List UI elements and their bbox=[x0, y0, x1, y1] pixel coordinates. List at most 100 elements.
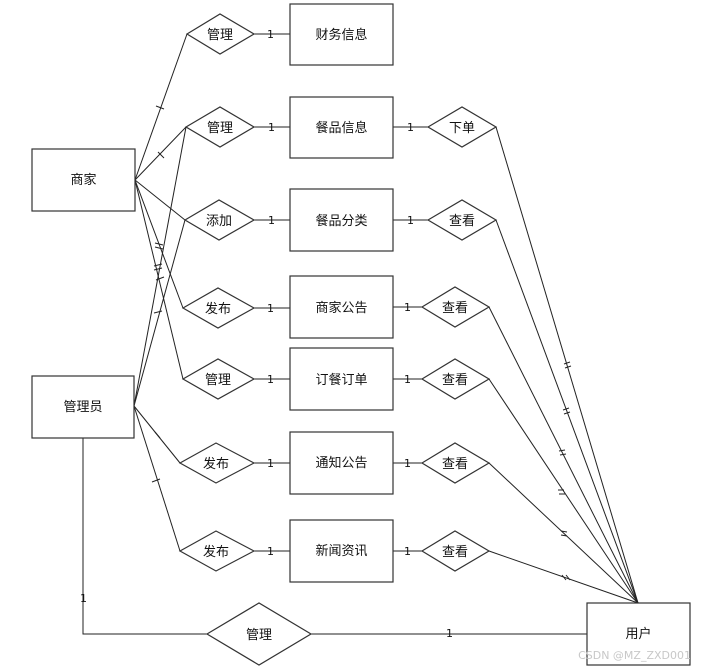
tick-mark bbox=[559, 453, 567, 456]
relation-view-category: 查看 bbox=[426, 199, 498, 241]
card-notice-right-1: 1 bbox=[404, 457, 411, 470]
relation-manage-user-label: 管理 bbox=[246, 628, 272, 643]
relation-manage-meal-label: 管理 bbox=[207, 121, 233, 136]
card-meal-right-1: 1 bbox=[407, 121, 414, 134]
tick-mark bbox=[560, 534, 568, 537]
card-news-1: 1 bbox=[267, 545, 274, 558]
cardinality-ticks bbox=[151, 105, 572, 581]
relation-publish-shop-notice: 发布 bbox=[181, 287, 256, 329]
entity-shop-notice: 商家公告 bbox=[289, 275, 394, 339]
relation-add-category: 添加 bbox=[183, 199, 256, 241]
entity-merchant: 商家 bbox=[31, 148, 136, 212]
relation-view-category-label: 查看 bbox=[449, 213, 475, 229]
card-shop-notice-right-1: 1 bbox=[404, 301, 411, 314]
entity-finance-label: 财务信息 bbox=[315, 27, 367, 43]
entity-meal-info-label: 餐品信息 bbox=[315, 120, 367, 136]
entity-meal-info: 餐品信息 bbox=[289, 96, 394, 159]
line-admin-manage-meal bbox=[133, 126, 187, 407]
relation-manage-meal: 管理 bbox=[184, 106, 256, 148]
entity-order-label: 订餐订单 bbox=[315, 372, 367, 388]
relation-view-notice: 查看 bbox=[420, 442, 491, 484]
entity-shop-notice-label: 商家公告 bbox=[315, 300, 367, 316]
relation-view-order-label: 查看 bbox=[442, 372, 468, 388]
card-admin-vertical-1: 1 bbox=[80, 592, 87, 605]
relation-manage-user: 管理 bbox=[205, 602, 313, 666]
relation-publish-shop-notice-label: 发布 bbox=[205, 301, 231, 317]
tick-mark bbox=[561, 574, 567, 581]
tick-mark bbox=[154, 246, 164, 250]
relation-view-news: 查看 bbox=[420, 530, 491, 572]
line-view-order-to-user bbox=[488, 378, 639, 604]
line-merchant-manage-meal bbox=[134, 126, 187, 181]
line-merchant-manage-order bbox=[134, 179, 184, 380]
relation-publish-notice-label: 发布 bbox=[203, 456, 229, 472]
tick-mark bbox=[563, 361, 571, 365]
tick-mark bbox=[563, 411, 571, 415]
entity-meal-category-label: 餐品分类 bbox=[315, 213, 367, 229]
entity-news-label: 新闻资讯 bbox=[315, 543, 367, 559]
tick-mark bbox=[155, 276, 165, 281]
cardinality-labels: 1 1 1 1 1 1 1 1 1 1 1 1 1 1 1 bbox=[80, 28, 453, 640]
tick-mark bbox=[151, 478, 161, 483]
line-view-shop-notice-to-user bbox=[488, 306, 639, 604]
tick-mark bbox=[562, 407, 570, 411]
relation-publish-news: 发布 bbox=[178, 530, 256, 572]
entity-merchant-label: 商家 bbox=[70, 172, 96, 188]
relation-add-category-label: 添加 bbox=[206, 214, 232, 229]
entity-order: 订餐订单 bbox=[289, 347, 394, 411]
card-finance-1: 1 bbox=[267, 28, 274, 41]
tick-mark bbox=[558, 449, 566, 452]
card-news-right-1: 1 bbox=[404, 545, 411, 558]
line-admin-manage-user bbox=[82, 438, 207, 635]
line-admin-publish-news bbox=[133, 405, 181, 552]
entity-notice: 通知公告 bbox=[289, 431, 394, 495]
tick-mark bbox=[560, 530, 568, 533]
relation-publish-notice: 发布 bbox=[178, 442, 256, 484]
tick-mark bbox=[157, 151, 165, 159]
watermark: CSDN @MZ_ZXD001 bbox=[578, 649, 691, 662]
relation-manage-order-label: 管理 bbox=[205, 373, 231, 388]
card-user-manage-1: 1 bbox=[446, 627, 453, 640]
line-merchant-add-category bbox=[134, 179, 186, 221]
entity-finance: 财务信息 bbox=[289, 3, 394, 66]
entity-news: 新闻资讯 bbox=[289, 519, 394, 583]
card-notice-1: 1 bbox=[267, 457, 274, 470]
relation-manage-finance-label: 管理 bbox=[207, 28, 233, 43]
tick-mark bbox=[155, 105, 165, 110]
entity-notice-label: 通知公告 bbox=[315, 455, 367, 471]
relation-view-shop-notice: 查看 bbox=[420, 286, 491, 328]
tick-mark bbox=[153, 267, 163, 271]
entity-user: 用户 bbox=[586, 602, 691, 666]
tick-mark bbox=[153, 263, 163, 267]
tick-mark bbox=[153, 310, 163, 314]
line-order-rel-to-user bbox=[495, 126, 639, 604]
card-meal-1: 1 bbox=[268, 121, 275, 134]
tick-mark bbox=[154, 431, 161, 439]
entity-user-label: 用户 bbox=[625, 626, 651, 642]
tick-mark bbox=[565, 574, 571, 581]
card-order-right-1: 1 bbox=[404, 373, 411, 386]
card-category-1: 1 bbox=[268, 214, 275, 227]
card-order-1: 1 bbox=[267, 373, 274, 386]
relation-view-notice-label: 查看 bbox=[442, 456, 468, 472]
entity-admin-label: 管理员 bbox=[63, 400, 102, 415]
relation-view-shop-notice-label: 查看 bbox=[442, 300, 468, 316]
card-category-right-1: 1 bbox=[407, 214, 414, 227]
relation-view-news-label: 查看 bbox=[442, 544, 468, 560]
line-admin-add-category bbox=[133, 219, 186, 407]
relation-order-meal: 下单 bbox=[426, 106, 498, 148]
relation-view-order: 查看 bbox=[420, 358, 491, 400]
line-view-category-to-user bbox=[495, 219, 639, 604]
line-view-notice-to-user bbox=[488, 462, 639, 604]
line-merchant-manage-finance bbox=[134, 33, 188, 181]
relation-publish-news-label: 发布 bbox=[203, 544, 229, 560]
entity-admin: 管理员 bbox=[31, 375, 135, 439]
connector-lines bbox=[82, 33, 639, 635]
card-shop-notice-1: 1 bbox=[267, 302, 274, 315]
tick-mark bbox=[564, 365, 572, 369]
relation-order-meal-label: 下单 bbox=[449, 121, 475, 136]
entity-meal-category: 餐品分类 bbox=[289, 188, 394, 252]
relation-manage-order: 管理 bbox=[181, 358, 256, 400]
relation-manage-finance: 管理 bbox=[185, 13, 256, 55]
